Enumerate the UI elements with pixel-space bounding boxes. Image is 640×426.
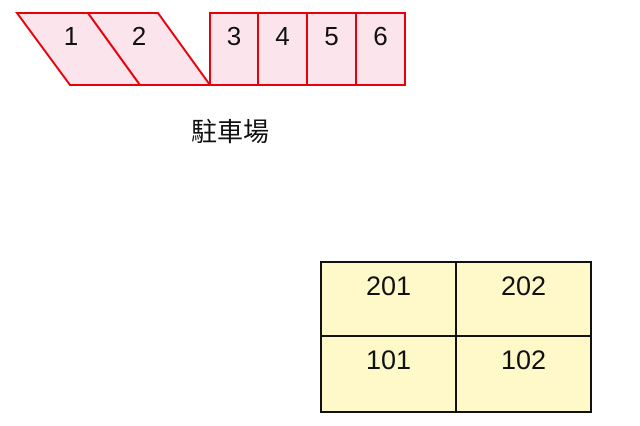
building-floor-plan: 201 202 101 102 xyxy=(320,261,592,413)
parking-slot-3-shape xyxy=(209,12,259,86)
unit-201: 201 xyxy=(322,263,457,337)
parking-slot-3-label: 3 xyxy=(226,21,242,51)
parking-slot-5-shape xyxy=(306,12,357,86)
parking-lot xyxy=(15,12,406,86)
parking-slot-4-label: 4 xyxy=(275,21,290,51)
unit-101: 101 xyxy=(322,337,457,411)
parking-slot-6-label: 6 xyxy=(373,21,388,51)
parking-slot-1-label: 1 xyxy=(63,21,79,51)
parking-slot-2-label: 2 xyxy=(131,21,147,51)
parking-slot-4-shape xyxy=(257,12,308,86)
unit-202: 202 xyxy=(457,263,590,337)
unit-102: 102 xyxy=(500,345,547,375)
parking-slot-6-shape xyxy=(355,12,406,86)
parking-lot-label: 駐車場 xyxy=(190,118,269,148)
parking-slot-5-label: 5 xyxy=(324,21,339,51)
